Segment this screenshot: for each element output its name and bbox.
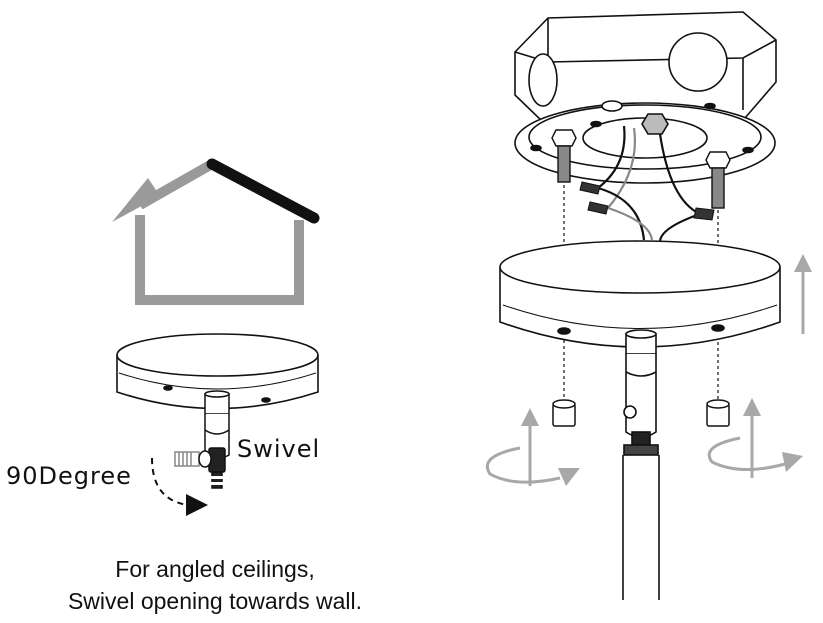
rotate-arrow-left <box>485 408 580 486</box>
swivel-assembly <box>174 390 230 489</box>
canopy-nuts <box>552 399 730 427</box>
up-arrow <box>794 254 812 334</box>
caption-line-1: For angled ceilings, <box>115 556 315 582</box>
wiring <box>597 125 701 243</box>
junction-box <box>514 11 777 184</box>
wire-connectors <box>579 181 715 221</box>
mounting-screws <box>551 129 731 209</box>
house-walls <box>135 215 304 305</box>
canopy-right <box>499 240 781 348</box>
canopy-left <box>116 333 319 410</box>
roof-right-black <box>206 158 320 224</box>
house-illustration <box>112 158 320 305</box>
roof-arrow-head <box>112 178 160 222</box>
angle-label: 90Degree <box>6 462 132 490</box>
instruction-caption: For angled ceilings, Swivel opening towa… <box>0 553 430 617</box>
caption-line-2: Swivel opening towards wall. <box>67 588 363 614</box>
rotate-arrow-right <box>707 398 803 478</box>
rotation-90-arrow <box>151 457 208 516</box>
swivel-label: Swivel <box>237 435 320 463</box>
downrod-assembly <box>622 329 660 600</box>
